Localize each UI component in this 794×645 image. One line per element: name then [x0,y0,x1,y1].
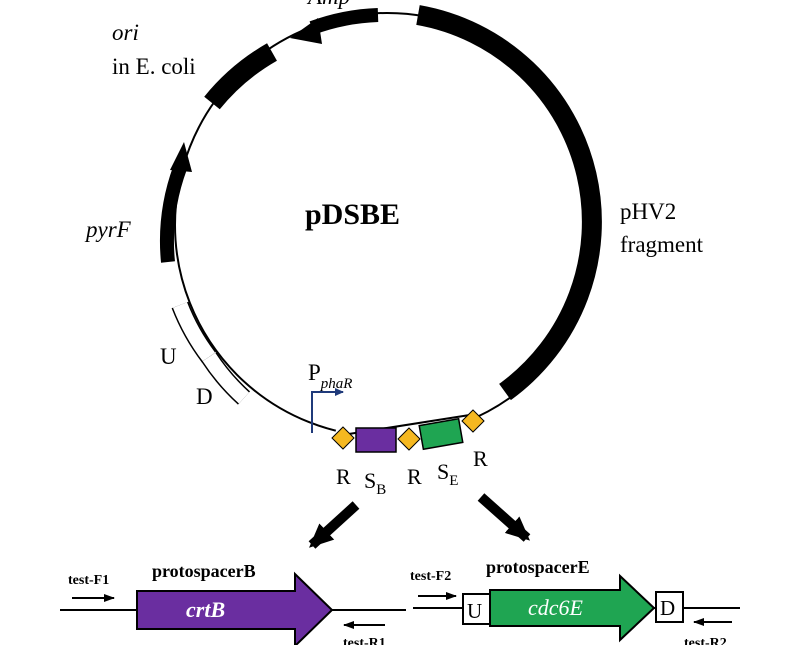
pyrf-label: pyrF [84,217,132,242]
repeat-label-2: R [407,464,422,489]
plasmid-name: pDSBE [305,198,400,231]
repeat-label-1: R [336,464,351,489]
cdc6e-gene-label: cdc6E [528,595,584,620]
right-d-box [655,591,684,623]
right-u-label: U [467,599,482,623]
protospacer-e-label: protospacerE [486,557,590,577]
u-label: U [160,344,177,369]
ori-host-label: in E. coli [112,54,196,79]
test-f2-label: test-F2 [410,569,451,584]
spacer-e-box [418,417,464,451]
crtb-gene-label: crtB [186,597,225,622]
spacer-e-label: SE [437,459,458,489]
repeat-diamond-3 [461,409,485,433]
test-r2-label: test-R2 [684,636,727,645]
amp-arc [309,8,379,35]
u-box-arc-inner [173,302,216,362]
repeat-label-3: R [473,446,488,471]
phv2-fragment-arc [416,5,602,401]
amp-arrowhead [290,18,322,44]
promoter-arrow [311,388,344,433]
ori-label: ori [112,20,139,45]
spacer-b-box [355,427,397,453]
left-big-arrow [308,501,360,549]
amp-label: Amp [306,0,350,9]
repeat-diamond-2 [397,427,421,451]
pyrf-arc [159,165,187,263]
pyrf-arrowhead [170,142,192,172]
right-big-arrow [477,493,531,542]
spacer-b-label: SB [364,468,386,498]
right-d-label: D [660,596,675,620]
phv2-label-line2: fragment [620,232,704,257]
d-label: D [196,384,213,409]
ori-arc [204,43,278,110]
test-r1-label: test-R1 [343,636,386,645]
d-box-arc-inner [202,352,250,404]
test-f1-label: test-F1 [68,573,109,588]
cdc6e-gene-arrow [489,573,656,643]
phv2-label-line1: pHV2 [620,199,676,224]
crtb-gene-arrow [136,571,334,645]
repeat-diamond-1 [331,426,355,450]
protospacer-b-label: protospacerB [152,561,256,581]
promoter-label: PphaR [308,360,352,392]
